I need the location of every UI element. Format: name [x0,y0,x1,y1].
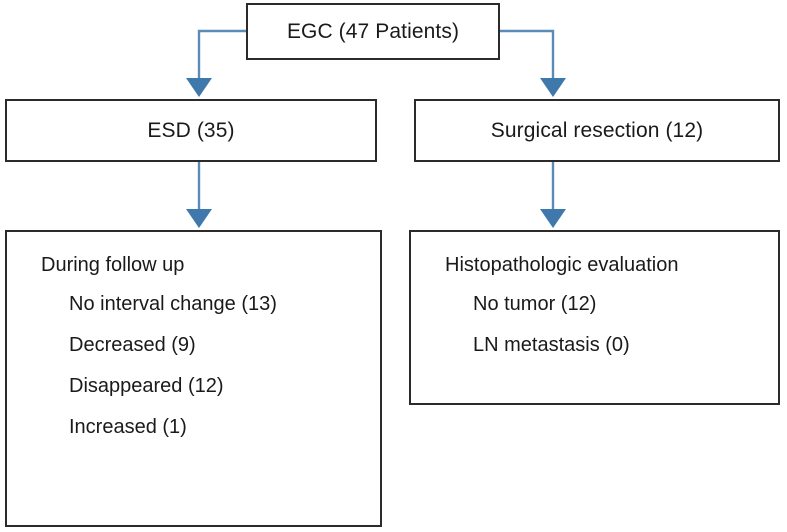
list-item: No tumor (12) [473,293,597,315]
node-histopathologic-evaluation[interactable]: Histopathologic evaluation No tumor (12)… [409,230,780,405]
node-egc-root[interactable]: EGC (47 Patients) [246,3,500,60]
edge-root-to-esd [186,29,246,97]
node-histopathologic-evaluation-heading: Histopathologic evaluation [445,254,679,276]
list-item: Disappeared (12) [69,375,224,397]
node-esd[interactable]: ESD (35) [5,99,377,162]
list-item: LN metastasis (0) [473,334,630,356]
edge-esd-to-followup [186,162,212,228]
list-item: Decreased (9) [69,334,196,356]
node-during-follow-up-heading: During follow up [41,254,185,276]
list-item: Increased (1) [69,416,187,438]
edge-surgery-to-histopathology [540,162,566,228]
node-surgical-resection-label: Surgical resection (12) [490,118,704,142]
node-during-follow-up[interactable]: During follow up No interval change (13)… [5,230,382,527]
list-item: No interval change (13) [69,293,277,315]
edge-root-to-surgery [500,29,566,97]
node-surgical-resection[interactable]: Surgical resection (12) [414,99,780,162]
node-egc-root-label: EGC (47 Patients) [286,19,460,43]
node-esd-label: ESD (35) [147,118,235,142]
